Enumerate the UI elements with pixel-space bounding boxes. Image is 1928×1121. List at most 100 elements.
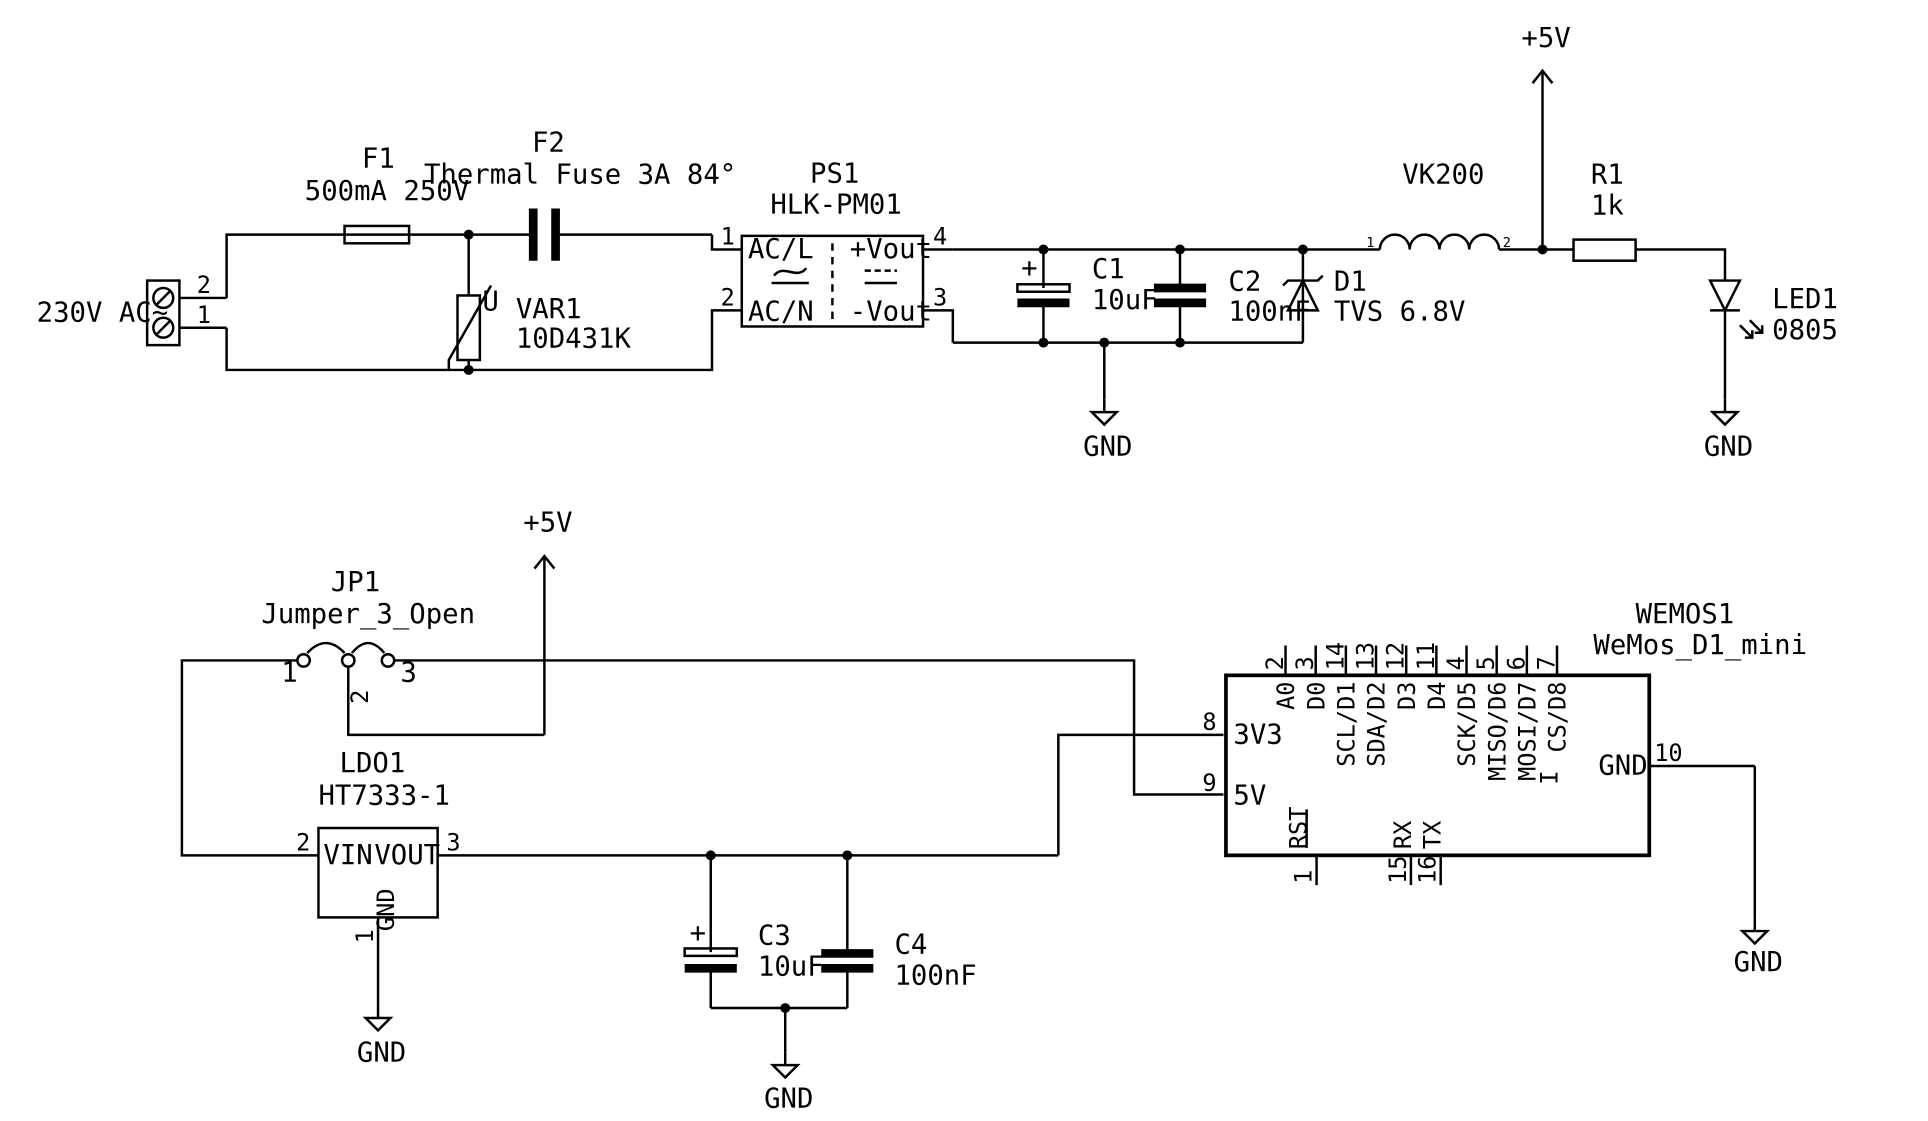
jp1-pin3: 3 — [400, 658, 416, 689]
ps1-vplus: +Vout — [850, 234, 932, 265]
ps1-acl: AC/L — [748, 234, 814, 265]
f2-ref: F2 — [532, 127, 565, 158]
wemos-pin-name: D4 — [1423, 682, 1451, 710]
wemos-ref: WEMOS1 — [1636, 599, 1735, 630]
wemos-pin-name: SCK/D5 — [1453, 682, 1481, 767]
wemos-pin-name: MISO/D6 — [1483, 682, 1511, 781]
c3-plus: + — [690, 918, 706, 949]
wemos-pin15: 15 — [1384, 855, 1412, 883]
capacitor-c3 — [683, 947, 739, 973]
wemos-gnd-label: GND — [1598, 751, 1647, 782]
wemos-pin16: 16 — [1414, 855, 1442, 883]
c1-plus: + — [1021, 253, 1037, 284]
c1-value: 10uF — [1092, 285, 1158, 316]
ldo1-ref: LDO1 — [340, 748, 406, 779]
d1-ref: D1 — [1334, 266, 1367, 297]
capacitor-c4 — [821, 949, 874, 973]
ps1-acn: AC/N — [748, 296, 814, 327]
var1-value: 10D431K — [516, 324, 632, 355]
inductor-vk200 — [1378, 233, 1574, 251]
wemos-pin-name: SCL/D1 — [1333, 682, 1361, 767]
c4-ref: C4 — [894, 929, 927, 960]
wemos-pin-name: D0 — [1302, 682, 1330, 710]
gnd-label-caps: GND — [764, 1083, 813, 1114]
c3-value: 10uF — [758, 952, 824, 983]
c1-ref: C1 — [1092, 254, 1125, 285]
c2-value: 100nF — [1228, 296, 1310, 327]
wemos-pin-number: 6 — [1502, 656, 1530, 670]
var1-ref: VAR1 — [516, 294, 582, 325]
gnd-label-led: GND — [1704, 432, 1753, 463]
d1-value: TVS 6.8V — [1334, 296, 1465, 327]
c3-ref: C3 — [758, 921, 791, 952]
wemos-pin1: 1 — [1290, 870, 1318, 884]
c2-ref: C2 — [1228, 266, 1261, 297]
led1-value: 0805 — [1772, 315, 1838, 346]
f1-ref: F1 — [362, 144, 395, 175]
f1-value: 500mA 250V — [305, 176, 469, 207]
tvs-diode-d1 — [1282, 274, 1324, 312]
wemos-pin10: 10 — [1654, 739, 1682, 767]
f2-value: Thermal Fuse 3A 84° — [424, 160, 736, 191]
power-module-ps1 — [740, 234, 955, 343]
wemos-pin8: 8 — [1202, 708, 1216, 736]
vk200-ref: VK200 — [1402, 160, 1484, 191]
ps1-pin3: 3 — [933, 283, 947, 311]
jp1-value: Jumper_3_Open — [261, 599, 475, 630]
c4-value: 100nF — [894, 960, 976, 991]
wemos-pin-name: D3 — [1393, 682, 1421, 710]
wemos-5v-label: 5V — [1233, 780, 1266, 811]
wemos-pin9: 9 — [1202, 769, 1216, 797]
gnd-label-wemos: GND — [1734, 947, 1783, 978]
wemos-pin-number: 13 — [1352, 642, 1380, 670]
resistor-r1 — [1572, 238, 1727, 281]
capacitor-c1 — [1016, 283, 1071, 308]
gnd-label-top: GND — [1083, 432, 1132, 463]
jp1-pin2: 2 — [346, 690, 374, 704]
wemos-stray-mark: I — [1535, 770, 1563, 784]
gnd-symbol-top — [1090, 398, 1118, 426]
wemos-pin-number: 2 — [1261, 656, 1289, 670]
wemos-top-pins: 2A03D014SCL/D113SDA/D212D311D44SCK/D55MI… — [1261, 642, 1572, 781]
wemos-pin-name: A0 — [1272, 682, 1300, 710]
led1-ref: LED1 — [1772, 284, 1838, 315]
jumper-jp1 — [180, 641, 1224, 857]
wemos-tx-label: TX — [1419, 821, 1447, 849]
wemos-pin-name: SDA/D2 — [1363, 682, 1391, 767]
vcc-label-bottom: +5V — [523, 507, 572, 538]
ldo1-pin1: 1 — [351, 929, 379, 943]
ps1-pin4: 4 — [933, 223, 947, 251]
wemos-pin-number: 14 — [1321, 642, 1349, 670]
dc-output-wires — [952, 244, 1380, 400]
wemos-rx-label: RX — [1389, 821, 1417, 849]
ldo1-vout: VOUT — [374, 840, 440, 871]
ldo1-pin3: 3 — [446, 828, 460, 856]
jp1-pin1: 1 — [281, 658, 297, 689]
vcc-symbol-bottom — [533, 554, 556, 735]
vk200-pin2: 2 — [1503, 235, 1511, 251]
r1-ref: R1 — [1591, 160, 1624, 191]
var1-u-mark: U — [482, 286, 498, 317]
r1-value: 1k — [1591, 191, 1624, 222]
vk200-pin1: 1 — [1366, 235, 1374, 251]
ac-wires — [225, 229, 742, 375]
regulator-ldo1 — [317, 826, 1059, 1032]
wemos-value: WeMos_D1_mini — [1593, 630, 1807, 661]
ps1-pin1: 1 — [721, 223, 735, 251]
wemos-pin-number: 11 — [1412, 642, 1440, 670]
thermal-fuse-f2 — [528, 208, 560, 261]
wemos-pin-name: CS/D8 — [1544, 682, 1572, 753]
gnd-label-ldo: GND — [357, 1037, 406, 1068]
vcc-symbol-top — [1531, 69, 1554, 255]
connector-label: 230V AC~ — [37, 298, 168, 329]
wemos-pin-name: MOSI/D7 — [1514, 682, 1542, 781]
ps1-ref: PS1 — [810, 158, 859, 189]
ac-connector — [145, 279, 227, 347]
connector-pin1: 1 — [197, 301, 211, 329]
capacitor-c2 — [1153, 283, 1207, 308]
connector-pin2: 2 — [197, 271, 211, 299]
ldo1-vin: VIN — [323, 840, 372, 871]
vcc-label-top: +5V — [1521, 23, 1570, 54]
wemos-pin-number: 3 — [1291, 656, 1319, 670]
